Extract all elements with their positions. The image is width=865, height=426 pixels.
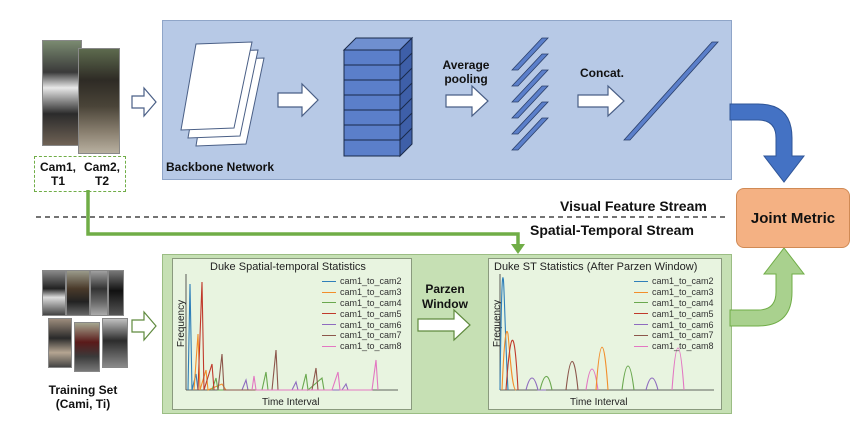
legend-label: cam1_to_cam4 [652, 297, 714, 308]
joint-metric-label: Joint Metric [750, 209, 836, 227]
training-image-5 [48, 318, 72, 368]
concatenated-feature-vector [623, 41, 719, 141]
legend-label: cam1_to_cam8 [340, 341, 402, 352]
legend-item: cam1_to_cam5 [634, 308, 714, 319]
visual-to-joint-arrow [729, 103, 806, 183]
arrow-to-pooling [445, 84, 489, 118]
training-image-3 [90, 270, 108, 316]
plot1-title: Duke Spatial-temporal Statistics [210, 261, 366, 273]
training-set-label: Training Set (Cami, Ti) [48, 383, 118, 411]
plot2-title: Duke ST Statistics (After Parzen Window) [494, 261, 698, 273]
cam1-label: Cam1, T1 [39, 160, 77, 188]
training-image-2 [66, 270, 90, 316]
legend-label: cam1_to_cam5 [652, 308, 714, 319]
legend-label: cam1_to_cam4 [340, 297, 402, 308]
training-image-4 [108, 270, 124, 316]
legend-item: cam1_to_cam4 [322, 298, 402, 309]
legend-item: cam1_to_cam8 [634, 341, 714, 352]
legend-item: cam1_to_cam8 [322, 341, 402, 352]
plot2-curves [499, 274, 714, 391]
legend-item: cam1_to_cam2 [322, 276, 402, 287]
arrow-input-to-backbone [131, 86, 157, 118]
legend-item: cam1_to_cam5 [322, 308, 402, 319]
concat-label: Concat. [580, 66, 625, 80]
training-image-1 [42, 270, 66, 316]
arrow-backbone-to-features [277, 82, 319, 118]
st-to-joint-arrow [729, 247, 806, 327]
legend-item: cam1_to_cam4 [634, 298, 714, 309]
backbone-network-label: Backbone Network [166, 160, 275, 174]
plot2-legend: cam1_to_cam2 cam1_to_cam3 cam1_to_cam4 c… [634, 276, 714, 352]
legend-label: cam1_to_cam7 [340, 330, 402, 341]
legend-item: cam1_to_cam3 [634, 287, 714, 298]
visual-feature-stream-label: Visual Feature Stream [560, 198, 707, 214]
camera-labels-box [34, 156, 126, 192]
legend-label: cam1_to_cam2 [652, 276, 714, 287]
arrow-training-to-plot [131, 310, 157, 342]
st-statistics-plot [172, 258, 412, 410]
legend-label: cam1_to_cam7 [652, 330, 714, 341]
person-image-cam2 [78, 48, 120, 154]
pooled-feature-slices [511, 37, 549, 151]
parzen-window-label: Parzen Window [422, 282, 468, 311]
plot1-curves [185, 274, 398, 392]
legend-item: cam1_to_cam6 [634, 319, 714, 330]
legend-label: cam1_to_cam6 [340, 319, 402, 330]
training-image-6 [74, 322, 100, 372]
arrow-to-concat [577, 84, 625, 118]
legend-item: cam1_to_cam7 [634, 330, 714, 341]
average-pooling-label: Average pooling [442, 58, 490, 86]
cam2-label: Cam2, T2 [83, 160, 121, 188]
backbone-page-1 [180, 41, 253, 131]
arrow-parzen-window [417, 308, 471, 342]
plot1-legend: cam1_to_cam2 cam1_to_cam3 cam1_to_cam4 c… [322, 276, 402, 352]
legend-label: cam1_to_cam3 [340, 287, 402, 298]
person-image-cam1 [42, 40, 82, 146]
legend-label: cam1_to_cam8 [652, 341, 714, 352]
feature-map-cube [342, 36, 414, 158]
legend-label: cam1_to_cam6 [652, 319, 714, 330]
legend-item: cam1_to_cam2 [634, 276, 714, 287]
legend-label: cam1_to_cam2 [340, 276, 402, 287]
legend-item: cam1_to_cam3 [322, 287, 402, 298]
legend-item: cam1_to_cam7 [322, 330, 402, 341]
joint-metric-box: Joint Metric [736, 188, 850, 248]
cam-to-st-connector [86, 190, 520, 246]
plot1-xlabel: Time Interval [262, 397, 320, 408]
training-image-7 [102, 318, 128, 368]
plot2-xlabel: Time Interval [570, 397, 628, 408]
legend-item: cam1_to_cam6 [322, 319, 402, 330]
legend-label: cam1_to_cam3 [652, 287, 714, 298]
spatial-temporal-stream-label: Spatial-Temporal Stream [530, 222, 694, 238]
legend-label: cam1_to_cam5 [340, 308, 402, 319]
